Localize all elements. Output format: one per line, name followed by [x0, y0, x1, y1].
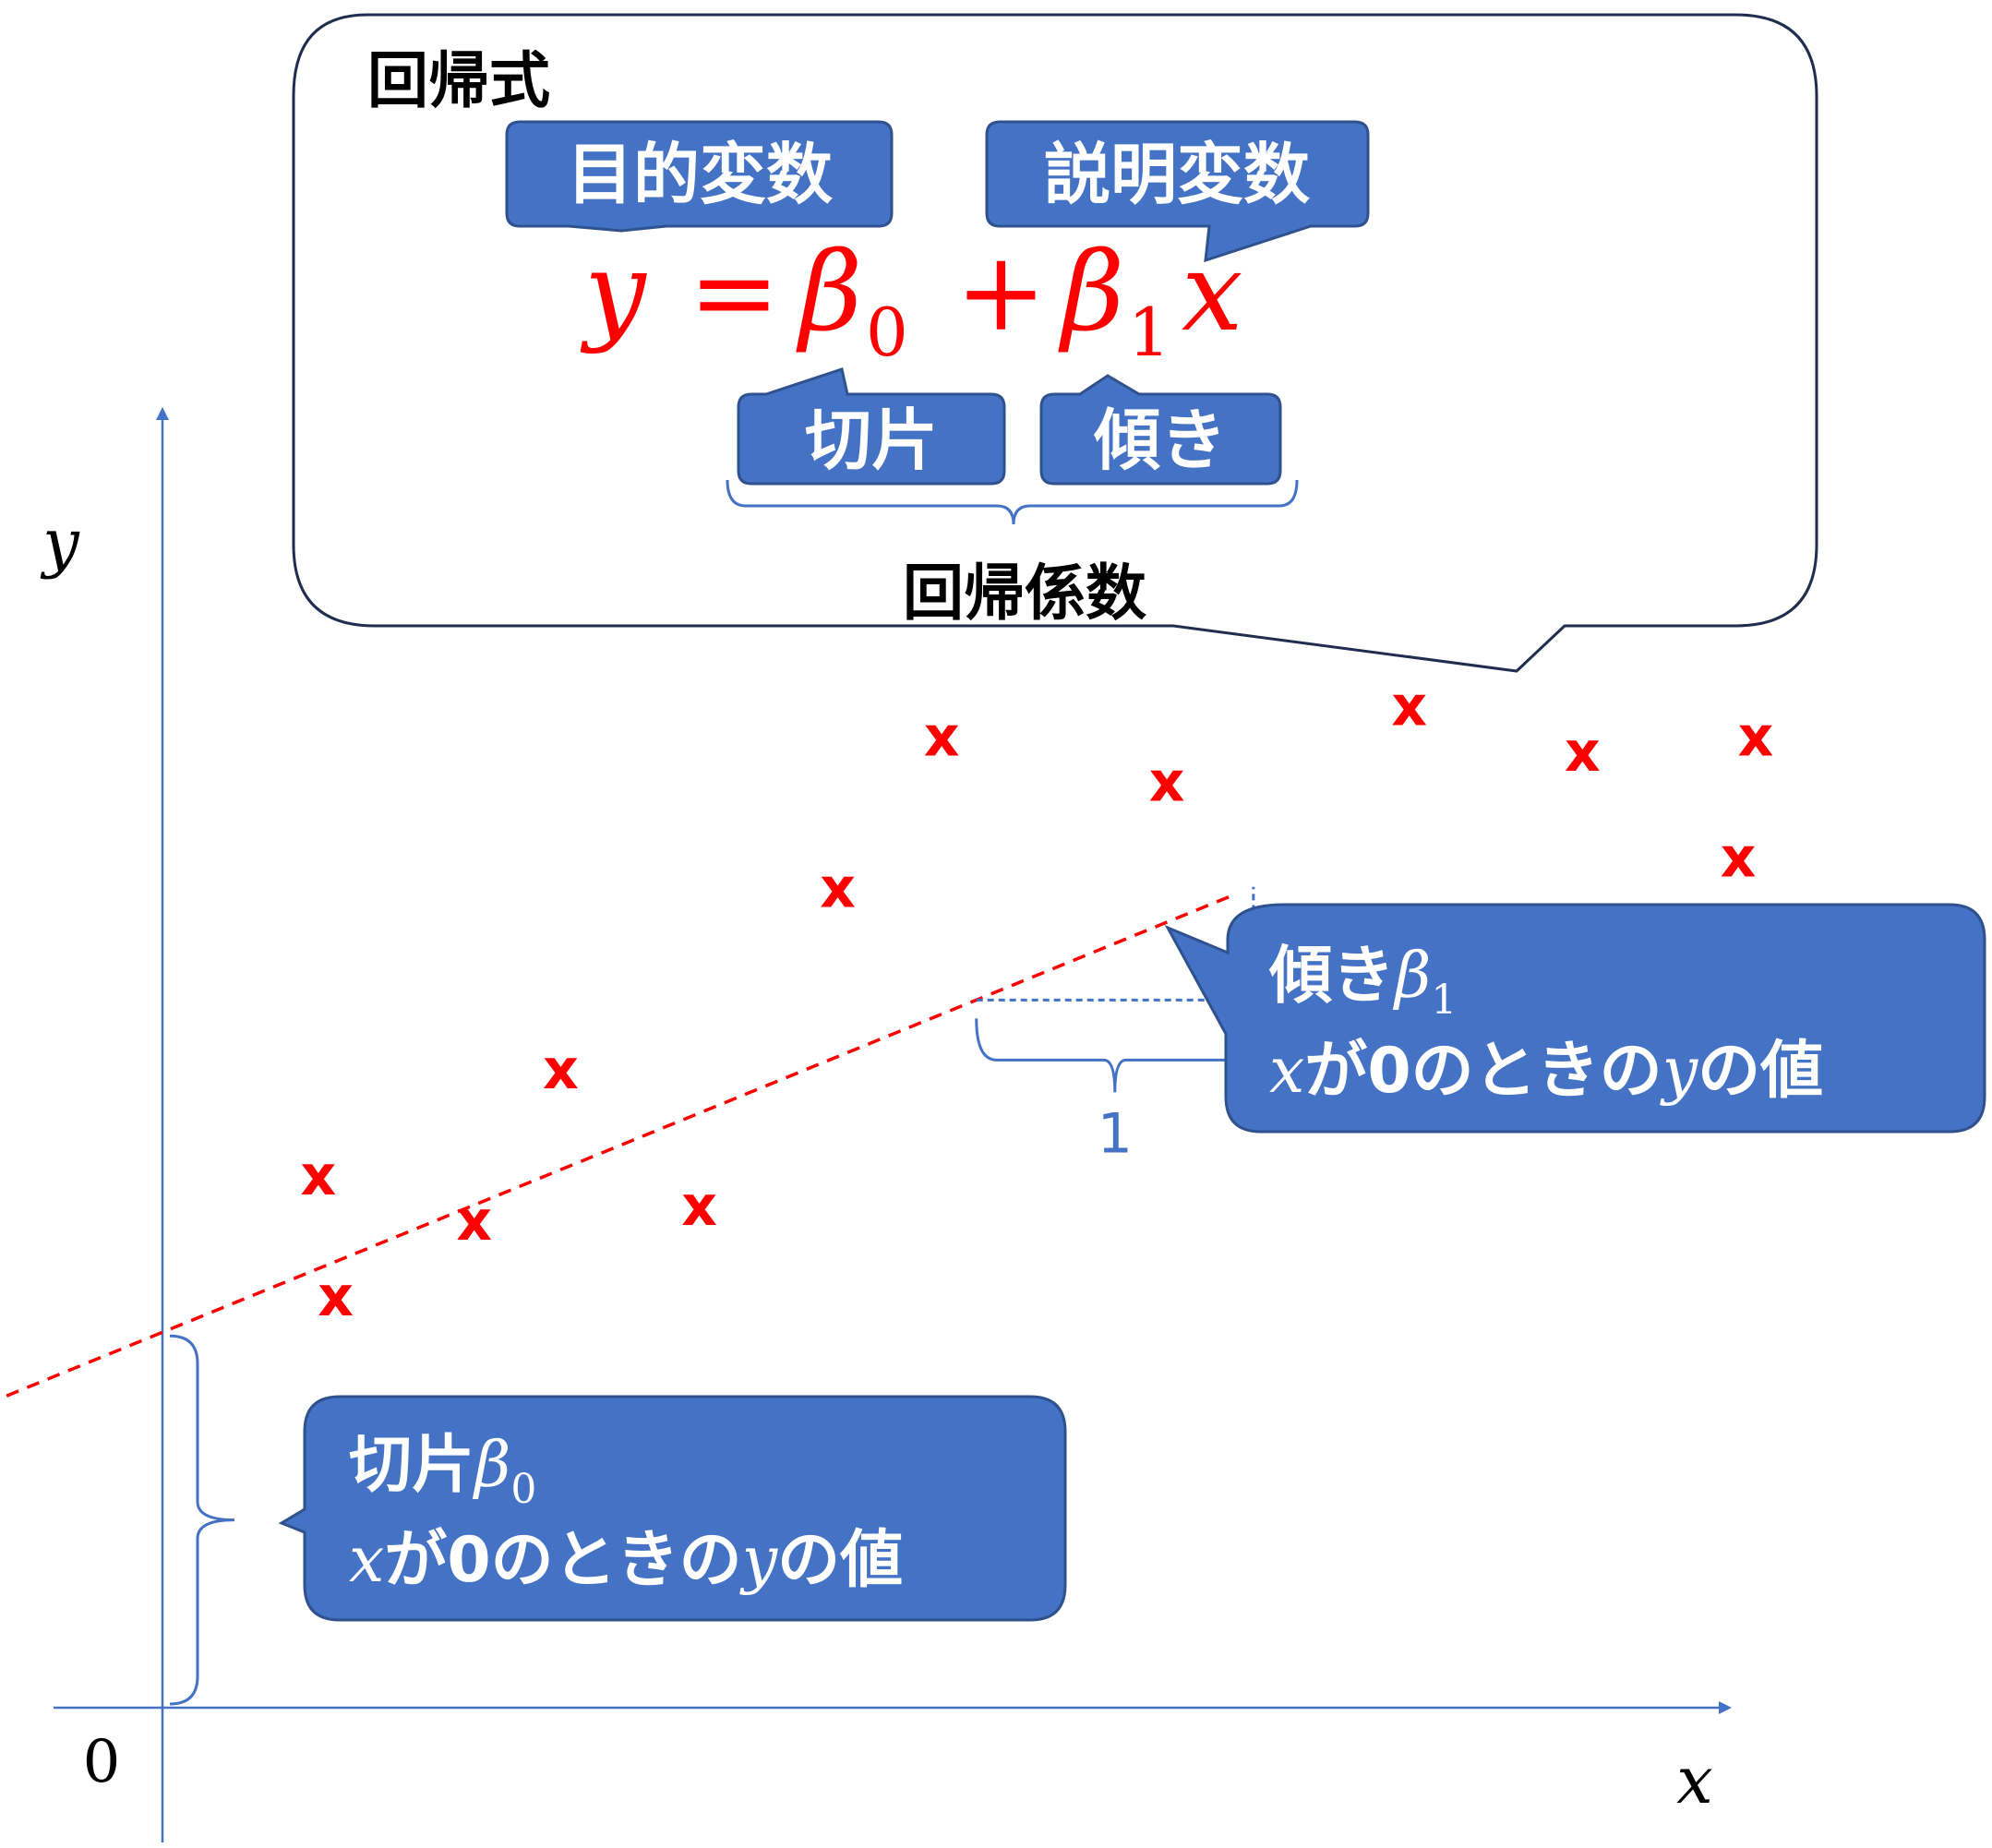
scatter-point: x [456, 1189, 492, 1254]
scatter-point: x [924, 704, 960, 769]
intercept-callout-line2: xが0のときのyの値 [349, 1524, 903, 1597]
intercept-tag-label: 切片 [805, 402, 938, 479]
y-axis-label: y [40, 505, 80, 581]
formula-plus: + [955, 228, 1047, 355]
scatter-point: x [820, 856, 856, 920]
regression-formula: y = β 0 + β 1 x [580, 228, 1243, 371]
intercept-callout-line1: 切片β0 [349, 1429, 536, 1513]
explanatory-variable-label: 説明変数 [1044, 136, 1310, 213]
formula-callout: 回帰式 目的変数 説明変数 y = β 0 + β 1 x 切片 [292, 13, 1818, 673]
formula-sub0: 0 [866, 294, 908, 371]
coefficient-label: 回帰係数 [903, 558, 1146, 629]
intercept-tag: 切片 [737, 367, 1006, 486]
scatter-point: x [300, 1144, 336, 1208]
formula-x: x [1182, 228, 1243, 355]
scatter-point: x [1738, 704, 1774, 769]
target-variable-tag: 目的変数 [505, 120, 894, 233]
scatter-point: x [1391, 675, 1427, 739]
slope-callout-shape [1164, 903, 1986, 1134]
formula-beta1: β [1058, 228, 1124, 355]
slope-tag-label: 傾き [1093, 402, 1227, 479]
x-axis-label: x [1676, 1743, 1712, 1818]
regression-line [6, 894, 1232, 1398]
formula-sub1: 1 [1128, 294, 1170, 371]
coefficient-brace [726, 479, 1299, 525]
slope-triangle: 1 [975, 886, 1255, 1166]
scatter-point: x [543, 1038, 579, 1102]
scatter-point: x [1149, 750, 1185, 815]
scatter-point: x [318, 1265, 354, 1329]
slope-tag: 傾き [1039, 374, 1282, 486]
axes: y x 0 [40, 407, 1732, 1842]
scatter-point: x [1721, 826, 1757, 891]
formula-beta0: β [796, 228, 862, 355]
origin-label: 0 [83, 1728, 121, 1796]
run-label: 1 [1098, 1101, 1133, 1166]
scatter-point: x [1565, 720, 1601, 785]
intercept-brace [169, 1334, 235, 1706]
intercept-callout-shape [278, 1395, 1067, 1622]
slope-callout: 傾きβ1 xが0のときのyの値 [1164, 903, 1986, 1134]
formula-equals: = [689, 228, 780, 355]
scatter-point: x [681, 1174, 717, 1239]
formula-title: 回帰式 [367, 45, 550, 116]
explanatory-variable-tag: 説明変数 [985, 120, 1370, 263]
slope-callout-line2: xが0のときのyの値 [1269, 1035, 1823, 1108]
run-brace [975, 1018, 1255, 1093]
intercept-callout: 切片β0 xが0のときのyの値 [278, 1395, 1067, 1622]
target-variable-label: 目的変数 [567, 136, 833, 213]
slope-callout-line1: 傾きβ1 [1268, 940, 1457, 1024]
formula-y: y [580, 228, 647, 355]
